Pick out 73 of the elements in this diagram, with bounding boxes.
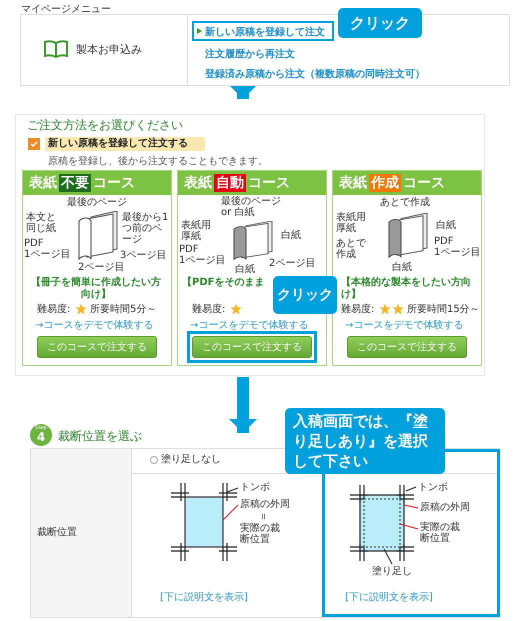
radio-label: 塗り足しなし <box>161 454 221 465</box>
text-link: →コースをデモで体験する <box>345 320 464 331</box>
course-tag: 不要 <box>59 174 91 192</box>
card-title: 表紙 <box>339 174 367 192</box>
text-link: 登録済み原稿から注文（複数原稿の同時注文可） <box>205 67 425 81</box>
category-label: 製本お申込み <box>76 42 142 57</box>
down-arrow <box>229 85 257 99</box>
part-label: 白紙 <box>235 264 255 275</box>
course-card <box>22 170 172 366</box>
click-tooltip: クリック <box>338 8 422 38</box>
part-label: 2ページ目 <box>78 262 124 273</box>
part-label: 原稿の外周 <box>240 499 290 510</box>
order-method-panel <box>15 114 485 376</box>
card-title: コース <box>248 174 290 192</box>
part-label: 最後から1つ前のページ <box>122 212 170 245</box>
target-audience: 【冊子を簡単に作成したい方向け】 <box>30 277 162 301</box>
card-title: 表紙 <box>29 174 57 192</box>
course-tag: 作成 <box>369 174 401 192</box>
part-label: 表紙用厚紙 <box>336 212 367 234</box>
description-text: 原稿を登録し、後から注文することもできます。 <box>48 156 268 167</box>
section-heading: 裁断位置を選ぶ <box>58 428 142 445</box>
part-label: 最後のページ or 白紙 <box>221 196 282 218</box>
instruction-tooltip: 入稿画面では、『塗り足しあり』を選択して下さい <box>285 408 445 474</box>
text-link: 新しい原稿を登録して注文 <box>205 25 325 39</box>
highlight-frame <box>192 21 334 41</box>
click-tooltip: クリック <box>273 276 337 314</box>
target-audience: 【本格的な製本をしたい方向け】 <box>341 277 472 301</box>
part-label: 原稿の外周 <box>420 502 470 513</box>
part-label: PDF 1ページ目 <box>179 244 226 266</box>
time-label: 所要時間5分～ <box>90 304 156 315</box>
difficulty-label: 難易度: <box>37 304 70 315</box>
difficulty-label: 難易度: <box>192 304 226 315</box>
row-header: 裁断位置 <box>37 527 77 538</box>
step-badge <box>30 424 52 446</box>
order-button: このコースで注文する <box>347 336 467 358</box>
part-label: 3ページ目 <box>120 250 166 261</box>
order-button: このコースで注文する <box>37 336 157 358</box>
course-card <box>332 170 482 366</box>
target-audience: 【PDFをそのまま <box>182 277 266 289</box>
order-button: このコースで注文する <box>192 336 312 358</box>
text-link: [下に説明文を表示] <box>345 592 433 603</box>
down-arrow <box>229 377 257 433</box>
text-link: 注文履歴から再注文 <box>205 47 295 61</box>
step-number: 4 <box>36 431 46 444</box>
part-label: 本文と同じ紙 <box>26 212 57 234</box>
part-label: 白紙 <box>281 230 301 241</box>
part-label: トンボ <box>240 482 270 493</box>
card-title: コース <box>403 174 445 192</box>
card-title: 表紙 <box>184 174 212 192</box>
section-heading: ご注文方法をお選びください <box>27 117 183 134</box>
part-label: PDF 1ページ目 <box>434 236 482 258</box>
text-link: →コースをデモで体験する <box>35 320 154 331</box>
text-link: [下に説明文を表示] <box>160 592 248 603</box>
card-title: コース <box>93 174 135 192</box>
section-heading: マイページメニュー <box>21 3 111 16</box>
part-label: 実際の裁断位置 <box>420 522 461 544</box>
part-label: 2ページ目 <box>269 258 316 269</box>
part-label: 最後のページ <box>67 197 127 208</box>
time-label: 所要時間15分～ <box>407 304 480 315</box>
part-label: 実際の裁断位置 <box>240 523 281 545</box>
part-label: 白紙 <box>392 262 412 273</box>
part-label: 白紙 <box>436 220 456 231</box>
equals-sign: ＝ <box>258 512 268 522</box>
part-label: あとで作成 <box>336 238 367 260</box>
part-label: 塗り足し <box>372 566 412 577</box>
part-label: 表紙用厚紙 <box>181 220 212 242</box>
difficulty-label: 難易度: <box>341 304 374 315</box>
highlight-frame <box>187 331 317 363</box>
course-tag: 自動 <box>214 174 246 192</box>
part-label: トンボ <box>418 482 448 493</box>
text-link: →コースをデモで体験する <box>190 320 308 331</box>
part-label: PDF 1ページ目 <box>24 238 72 260</box>
part-label: あとで作成 <box>380 197 430 208</box>
